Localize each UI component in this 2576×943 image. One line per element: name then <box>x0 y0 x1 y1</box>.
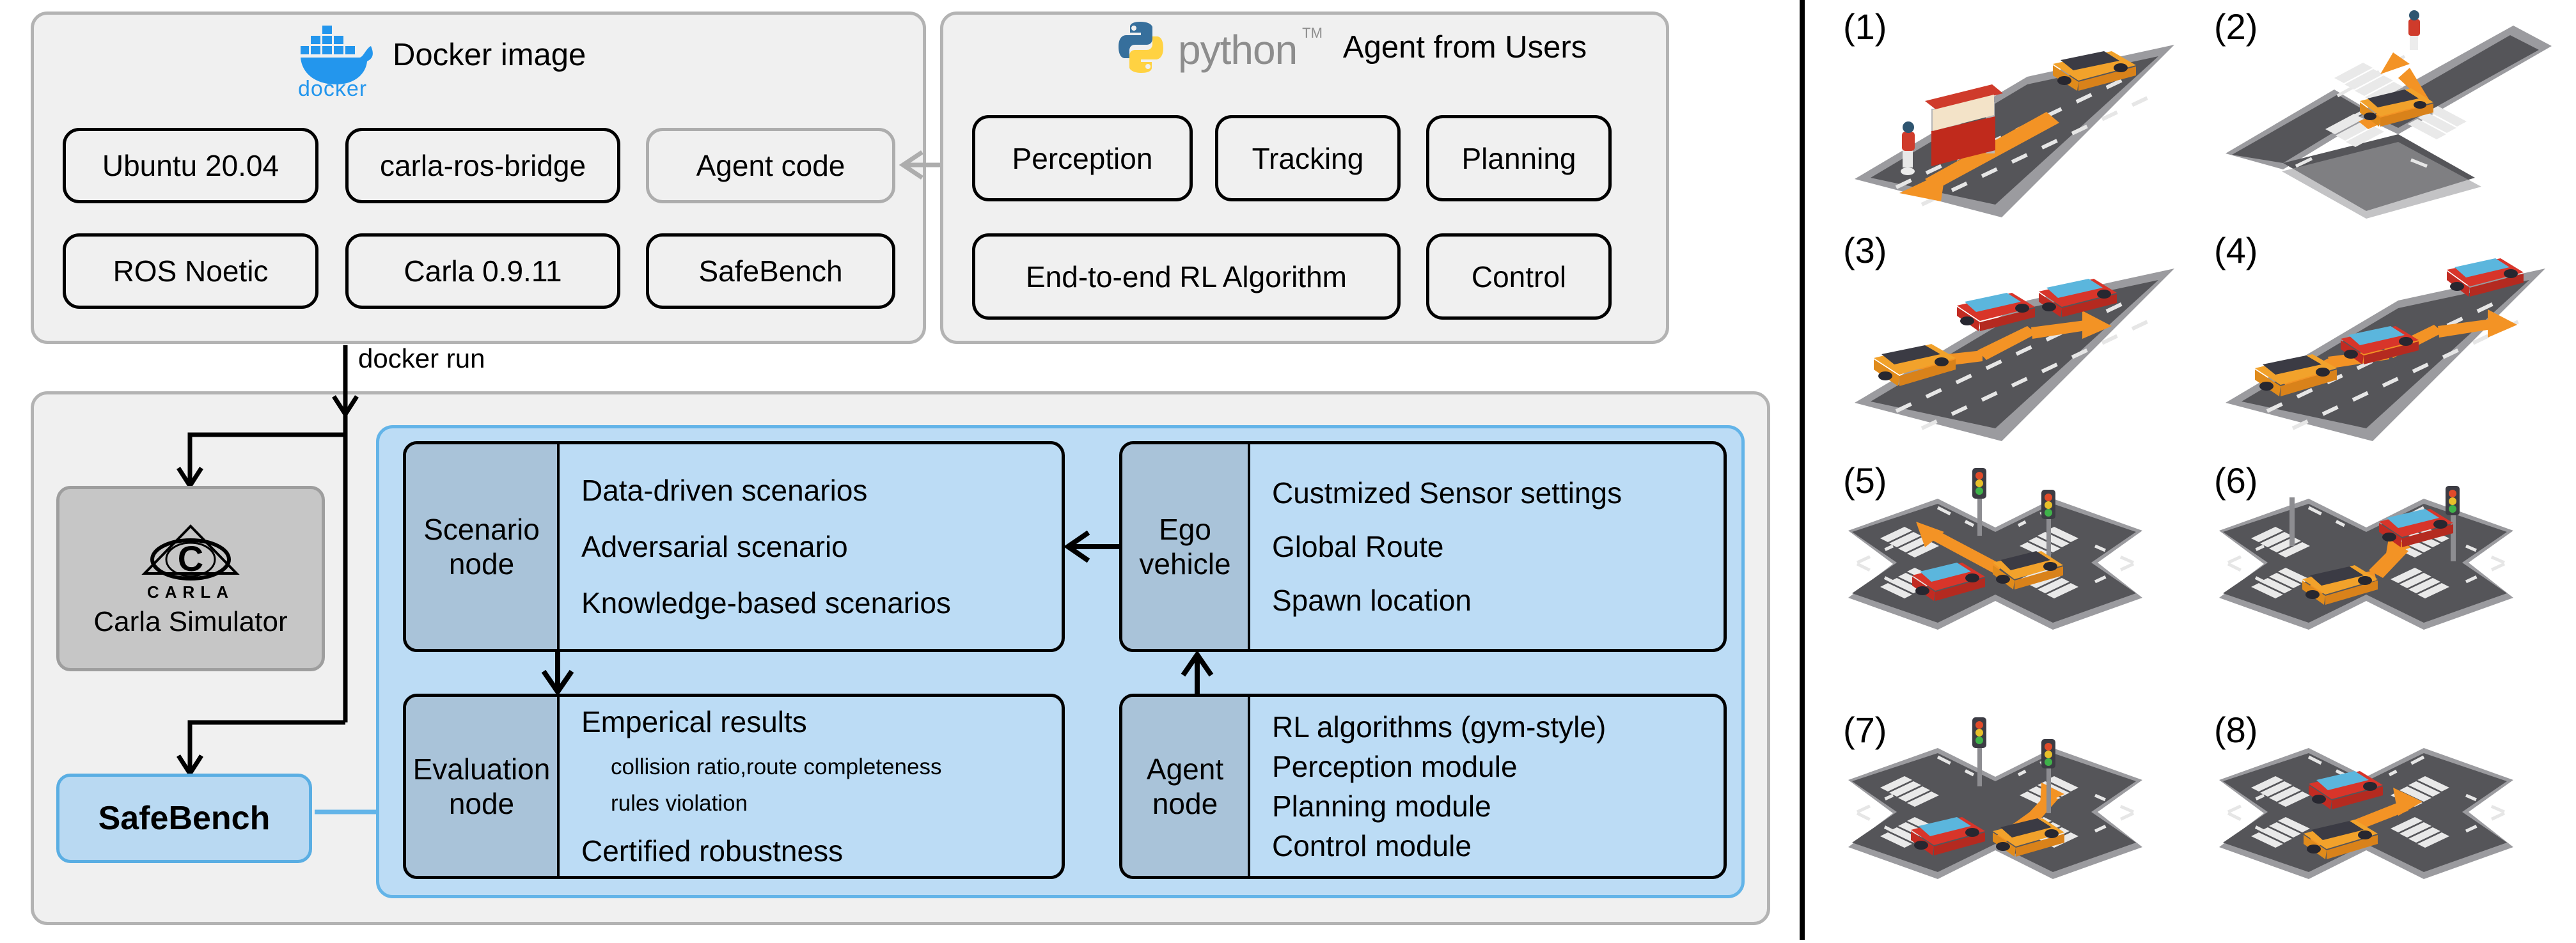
carla-logo: C CARLA <box>127 520 255 605</box>
ego-car-orange <box>2255 354 2337 396</box>
ego-car-orange <box>2053 51 2136 91</box>
ego-line-2: Global Route <box>1272 530 1444 563</box>
python-logo <box>1113 19 1169 75</box>
npc-car-red-1 <box>2341 326 2419 364</box>
chip-perception[interactable]: Perception <box>972 115 1193 201</box>
scenario-2-tag: (2) <box>2214 6 2258 47</box>
docker-wordmark: docker <box>298 77 368 101</box>
scenario-line-1: Data-driven scenarios <box>581 474 868 507</box>
agent-node-body: RL algorithms (gym-style) Perception mod… <box>1250 697 1724 876</box>
chip-end-to-end-rl[interactable]: End-to-end RL Algorithm <box>972 233 1401 320</box>
chip-ubuntu[interactable]: Ubuntu 20.04 <box>63 128 318 203</box>
ego-line-3: Spawn location <box>1272 584 1472 617</box>
npc-car-red <box>1911 817 1985 855</box>
traffic-light-main <box>1972 468 1986 536</box>
agent-line-1: RL algorithms (gym-style) <box>1272 710 1606 744</box>
scenario-node-body: Data-driven scenarios Adversarial scenar… <box>560 444 1062 649</box>
scenario-4-tag: (4) <box>2214 230 2258 270</box>
carla-simulator-label: Carla Simulator <box>93 605 288 637</box>
safebench-box[interactable]: SafeBench <box>56 774 312 863</box>
agent-line-2: Perception module <box>1272 750 1518 783</box>
chip-carla-version[interactable]: Carla 0.9.11 <box>345 233 620 309</box>
python-trademark: TM <box>1302 25 1323 41</box>
ego-car-orange <box>2302 565 2378 605</box>
ego-car-orange <box>1993 551 2063 589</box>
scenario-8 <box>2206 710 2564 940</box>
traffic-light-side <box>2041 739 2055 813</box>
scenario-line-3: Knowledge-based scenarios <box>581 586 951 620</box>
npc-car-red-2 <box>2039 279 2117 317</box>
ego-car-orange <box>1993 818 2064 857</box>
chip-tracking[interactable]: Tracking <box>1215 115 1401 201</box>
evaluation-sub-1: collision ratio,route completeness <box>611 754 942 780</box>
scenario-7 <box>1835 710 2194 940</box>
food-stall <box>1925 84 2003 166</box>
traffic-light-left <box>2289 497 2295 546</box>
npc-car-red <box>2309 771 2383 809</box>
evaluation-line-1: Emperical results <box>581 705 807 739</box>
evaluation-node-body: Emperical results collision ratio,route … <box>560 697 1062 876</box>
npc-car-red <box>2379 509 2453 547</box>
scenario-8-tag: (8) <box>2214 710 2258 750</box>
docker-logo: docker <box>298 24 384 101</box>
scenario-3 <box>1835 230 2194 448</box>
python-panel-title-text: Agent from Users <box>1342 29 1587 65</box>
scenario-5 <box>1835 460 2194 690</box>
ego-vehicle-body: Custmized Sensor settings Global Route S… <box>1250 444 1724 649</box>
scenario-6-tag: (6) <box>2214 460 2258 501</box>
traffic-light-right <box>2446 486 2460 561</box>
npc-car-red-2 <box>2447 258 2524 297</box>
traffic-light-main <box>1972 717 1986 786</box>
python-panel-title: python TM Agent from Users <box>1113 19 1587 75</box>
docker-run-label: docker run <box>358 343 485 373</box>
python-wordmark: python <box>1178 27 1298 73</box>
evaluation-sub-2: rules violation <box>611 791 748 816</box>
scenario-1 <box>1835 6 2194 224</box>
pedestrian <box>1901 121 1915 175</box>
scenario-line-2: Adversarial scenario <box>581 530 848 563</box>
traffic-light-side <box>2041 490 2055 563</box>
agent-line-3: Planning module <box>1272 790 1491 823</box>
docker-panel-title: docker Docker image <box>298 24 586 101</box>
scenario-6 <box>2206 460 2564 690</box>
ego-car-orange <box>2304 820 2378 859</box>
docker-panel-title-text: Docker image <box>393 37 586 72</box>
evaluation-line-2: Certified robustness <box>581 834 844 868</box>
scenario-4 <box>2206 230 2564 448</box>
chip-safebench[interactable]: SafeBench <box>646 233 895 309</box>
panel-divider <box>1800 0 1805 940</box>
chip-ros-noetic[interactable]: ROS Noetic <box>63 233 318 309</box>
npc-car-red-1 <box>1957 293 2035 331</box>
carla-simulator-box[interactable]: C CARLA Carla Simulator <box>56 486 325 671</box>
scenario-7-tag: (7) <box>1843 710 1887 750</box>
scenario-5-tag: (5) <box>1843 460 1887 501</box>
scenario-1-tag: (1) <box>1843 6 1887 47</box>
chip-carla-ros-bridge[interactable]: carla-ros-bridge <box>345 128 620 203</box>
ego-line-1: Custmized Sensor settings <box>1272 476 1622 510</box>
carla-wordmark: CARLA <box>147 582 234 602</box>
agent-line-4: Control module <box>1272 829 1472 862</box>
ego-car-orange <box>2360 88 2433 127</box>
chip-planning[interactable]: Planning <box>1426 115 1612 201</box>
npc-car-red <box>1912 563 1985 601</box>
chip-agent-code[interactable]: Agent code <box>646 128 895 203</box>
scenario-3-tag: (3) <box>1843 230 1887 270</box>
chip-control[interactable]: Control <box>1426 233 1612 320</box>
ego-car-orange <box>1874 344 1956 386</box>
svg-text:C: C <box>178 538 203 579</box>
pedestrian <box>2408 10 2420 50</box>
scenario-2 <box>2206 6 2564 224</box>
